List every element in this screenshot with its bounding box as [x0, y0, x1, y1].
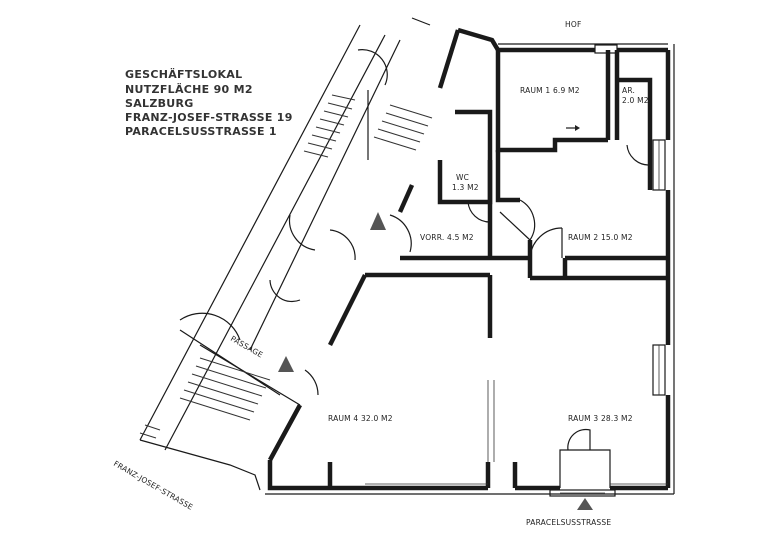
stairs-lower	[139, 357, 271, 439]
header-line-3: SALZBURG	[125, 97, 194, 110]
label-hof: HOF	[565, 20, 581, 29]
interior-walls	[327, 50, 668, 488]
windows	[365, 44, 668, 485]
facade-lines	[139, 17, 675, 495]
label-street-south: PARACELSUSSTRASSE	[526, 518, 611, 527]
entry-arrow-icon	[577, 498, 593, 510]
room-label-wc: WC	[456, 173, 469, 182]
entry-arrow-icon	[370, 212, 386, 230]
doors	[179, 49, 649, 451]
header-line-5: PARACELSUSSTRASSE 1	[125, 125, 277, 138]
header-line-4: FRANZ-JOSEF-STRASSE 19	[125, 111, 293, 124]
entry-arrow-icon	[278, 356, 294, 372]
header-line-1: GESCHÄFTSLOKAL	[125, 67, 242, 81]
room-label-raum3: RAUM 3 28.3 M2	[568, 414, 633, 423]
room-label-raum4: RAUM 4 32.0 M2	[328, 414, 393, 423]
room-label-ar-area: 2.0 M2	[622, 96, 649, 105]
label-passage: PASSAGE	[229, 334, 265, 360]
room-label-wc-area: 1.3 M2	[452, 183, 479, 192]
stairs-upper	[303, 90, 433, 160]
room-labels: RAUM 1 6.9 M2 AR. 2.0 M2 WC 1.3 M2 VORR.…	[328, 86, 649, 423]
room-label-ar: AR.	[622, 86, 635, 95]
header-line-2: NUTZFLÄCHE 90 M2	[125, 82, 253, 96]
header-block: GESCHÄFTSLOKAL NUTZFLÄCHE 90 M2 SALZBURG…	[125, 67, 293, 138]
room-label-raum2: RAUM 2 15.0 M2	[568, 233, 633, 242]
entrance-steps	[549, 489, 616, 497]
room-label-raum1: RAUM 1 6.9 M2	[520, 86, 580, 95]
entry-markers	[278, 125, 593, 510]
outer-walls	[267, 27, 671, 491]
label-street-west: FRANZ-JOSEF-STRASSE	[112, 459, 195, 512]
room-label-vorr: VORR. 4.5 M2	[420, 233, 474, 242]
